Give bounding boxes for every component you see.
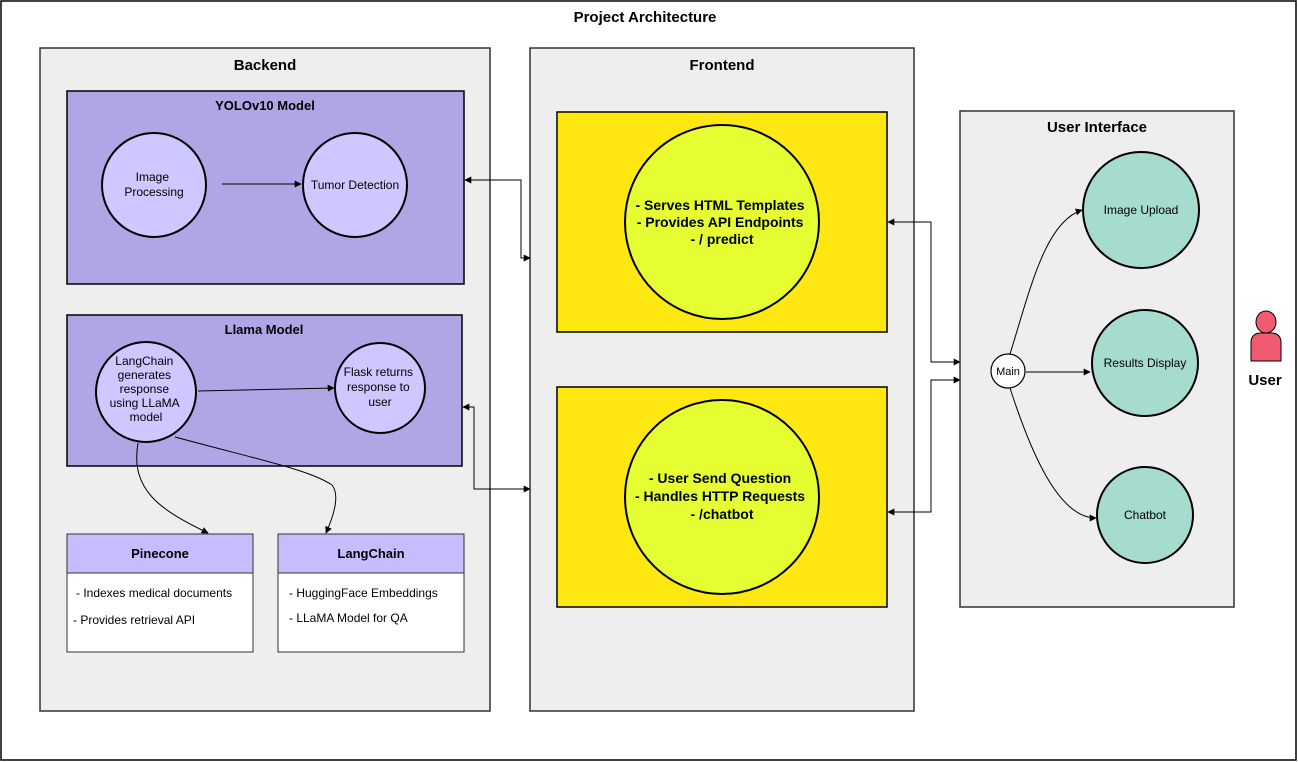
- flask-returns-label: Flask returns response to user: [344, 365, 417, 409]
- frontend-predict-text: - Serves HTML Templates - Provides API E…: [636, 197, 809, 247]
- arrow-main-to-upload: [1009, 208, 1083, 355]
- diagram-title: Project Architecture: [574, 9, 717, 26]
- langchain-item-2: - LLaMA Model for QA: [289, 611, 408, 625]
- langchain-item-1: - HuggingFace Embeddings: [289, 586, 438, 600]
- frontend-chatbot-circle: [624, 399, 820, 595]
- pinecone-item-1: - Indexes medical documents: [76, 586, 232, 600]
- frontend-predict-circle: [624, 124, 820, 320]
- yolo-model-label: YOLOv10 Model: [215, 98, 315, 113]
- langchain-title: LangChain: [337, 546, 404, 561]
- pinecone-title: Pinecone: [131, 546, 189, 561]
- image-upload-label: Image Upload: [1104, 203, 1179, 217]
- tumor-detection-label: Tumor Detection: [311, 178, 399, 192]
- connector-llama-frontend: [462, 403, 531, 493]
- pinecone-card-header: [66, 533, 254, 574]
- arrow-llama-to-pinecone: [136, 442, 209, 534]
- chatbot-label: Chatbot: [1124, 508, 1167, 522]
- main-node: [990, 353, 1026, 389]
- tumor-detection-node: [302, 132, 408, 238]
- user-label: User: [1248, 372, 1282, 389]
- image-processing-label: Image Processing: [124, 170, 183, 199]
- flask-returns-node: [334, 342, 426, 434]
- results-display-node: [1091, 309, 1199, 417]
- backend-label: Backend: [234, 57, 297, 74]
- main-label: Main: [996, 366, 1020, 378]
- arrow-llama-to-langchain: [174, 436, 337, 534]
- arrow-main-to-chatbot: [1009, 387, 1097, 522]
- chatbot-node: [1096, 466, 1194, 564]
- results-display-label: Results Display: [1104, 356, 1187, 370]
- connector-yolo-frontend: [464, 176, 531, 262]
- langchain-generates-label: LangChain generates response using LLaMA…: [110, 354, 183, 424]
- user-icon: [1250, 310, 1282, 362]
- llama-model-label: Llama Model: [225, 322, 304, 337]
- connector-predict-ui: [887, 218, 961, 366]
- langchain-card-header: [277, 533, 465, 574]
- ui-label: User Interface: [1047, 119, 1147, 136]
- langchain-generates-node: [95, 341, 197, 443]
- connector-chatbot-ui: [887, 376, 961, 516]
- frontend-chatbot-text: - User Send Question - Handles HTTP Requ…: [635, 470, 809, 522]
- arrow-langchain-to-flask: [197, 384, 335, 392]
- pinecone-item-2: - Provides retrieval API: [73, 613, 195, 627]
- image-processing-node: [101, 132, 207, 238]
- image-upload-node: [1082, 151, 1200, 269]
- frontend-label: Frontend: [690, 57, 755, 74]
